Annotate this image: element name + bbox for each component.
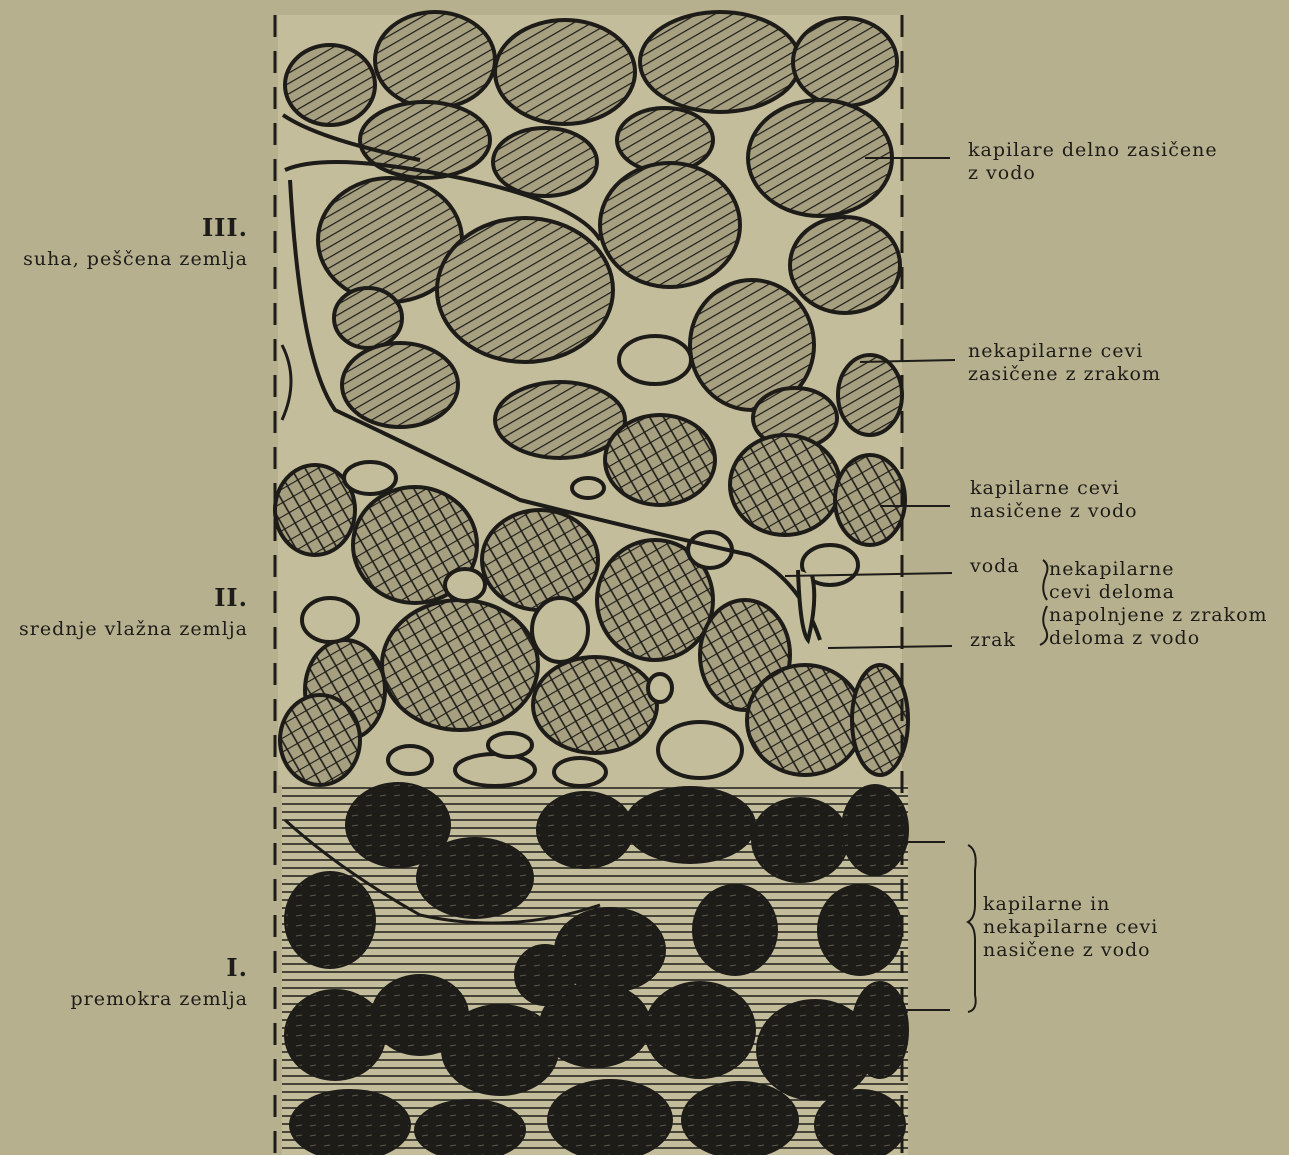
label-line: nekapilarne [1049, 558, 1268, 581]
label-cap-water: kapilarne cevi nasičene z vodo [970, 477, 1138, 523]
label-line: nekapilarne cevi [968, 340, 1161, 363]
zone-ii-description: srednje vlažna zemlja [19, 618, 248, 640]
zone-i-description: premokra zemlja [71, 988, 248, 1010]
label-noncap-partial: nekapilarne cevi deloma napolnjene z zra… [1049, 558, 1268, 650]
label-noncap-air: nekapilarne cevi zasičene z zrakom [968, 340, 1161, 386]
label-line: deloma z vodo [1049, 627, 1268, 650]
zone-iii-description: suha, peščena zemlja [23, 248, 248, 270]
label-line: napolnjene z zrakom [1049, 604, 1268, 627]
label-line: nasičene z vodo [983, 939, 1158, 962]
label-line: zasičene z zrakom [968, 363, 1161, 386]
label-capillaries-partial: kapilare delno zasičene z vodo [968, 139, 1218, 185]
label-line: kapilarne in [983, 893, 1158, 916]
label-voda: voda [970, 555, 1020, 578]
label-line: nekapilarne cevi [983, 916, 1158, 939]
label-line: cevi deloma [1049, 581, 1268, 604]
zone-ii-number: II. [214, 583, 248, 612]
zone-iii-pores [619, 336, 691, 384]
label-line: kapilare delno zasičene [968, 139, 1218, 162]
label-line: kapilarne cevi [970, 477, 1138, 500]
label-line: z vodo [968, 162, 1218, 185]
label-line: nasičene z vodo [970, 500, 1138, 523]
label-all-water: kapilarne in nekapilarne cevi nasičene z… [983, 893, 1158, 962]
zone-i-number: I. [226, 953, 248, 982]
zone-iii-number: III. [202, 213, 248, 242]
label-zrak: zrak [970, 629, 1016, 652]
